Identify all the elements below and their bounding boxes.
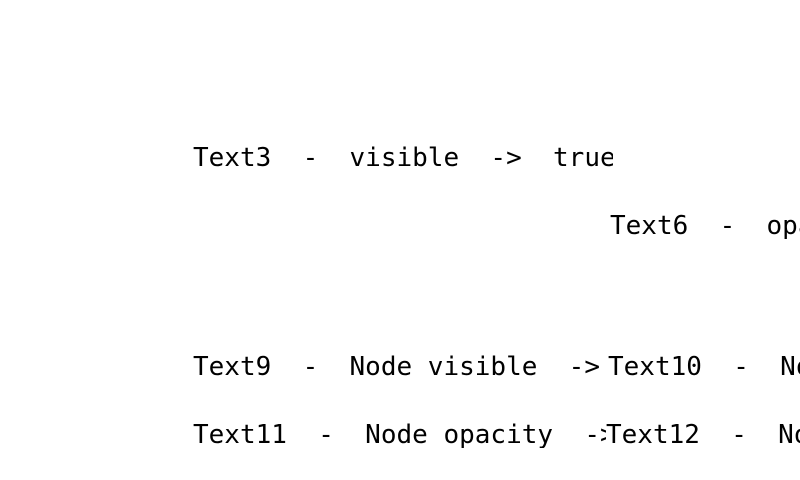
text-line-text11: Text11 - Node opacity -> (: [193, 422, 606, 448]
text-line-text6: Text6 - opac: [610, 213, 800, 239]
text-line-text12: Text12 - Nod: [606, 422, 800, 448]
text-line-text9: Text9 - Node visible -> tru: [193, 354, 600, 380]
text-line-text10: Text10 - Nod: [608, 354, 800, 380]
text-line-text3: Text3 - visible -> true: [193, 145, 613, 171]
